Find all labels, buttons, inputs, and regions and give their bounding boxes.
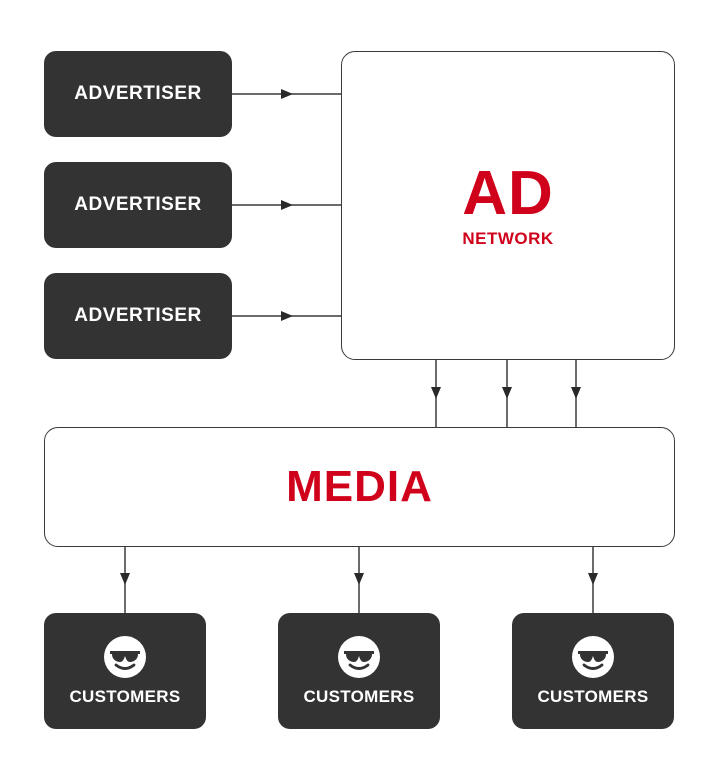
arrowhead-down-1 — [431, 387, 441, 399]
customer-label: CUSTOMERS — [537, 687, 649, 706]
customer-box-3: CUSTOMERS — [512, 613, 674, 729]
smiley-sunglasses-icon — [572, 636, 614, 678]
ad-network-title: AD — [462, 158, 554, 228]
arrowhead-down-4 — [120, 573, 130, 585]
customer-label: CUSTOMERS — [303, 687, 415, 706]
arrowhead-right-3 — [281, 311, 293, 321]
arrowhead-right-2 — [281, 200, 293, 210]
arrowhead-down-6 — [588, 573, 598, 585]
advertiser-box-1: ADVERTISER — [44, 51, 232, 137]
ad-network-box: AD NETWORK — [341, 51, 675, 360]
advertiser-label: ADVERTISER — [74, 305, 202, 326]
smiley-sunglasses-icon — [338, 636, 380, 678]
media-box: MEDIA — [44, 427, 675, 547]
arrowhead-down-2 — [502, 387, 512, 399]
customer-box-2: CUSTOMERS — [278, 613, 440, 729]
arrowhead-right-1 — [281, 89, 293, 99]
arrowhead-down-5 — [354, 573, 364, 585]
smiley-sunglasses-icon — [104, 636, 146, 678]
customer-box-1: CUSTOMERS — [44, 613, 206, 729]
customer-label: CUSTOMERS — [69, 687, 181, 706]
advertiser-box-2: ADVERTISER — [44, 162, 232, 248]
arrowhead-down-3 — [571, 387, 581, 399]
media-title: MEDIA — [286, 462, 433, 511]
advertiser-label: ADVERTISER — [74, 194, 202, 215]
advertiser-box-3: ADVERTISER — [44, 273, 232, 359]
ad-network-subtitle: NETWORK — [462, 228, 554, 248]
advertiser-label: ADVERTISER — [74, 83, 202, 104]
